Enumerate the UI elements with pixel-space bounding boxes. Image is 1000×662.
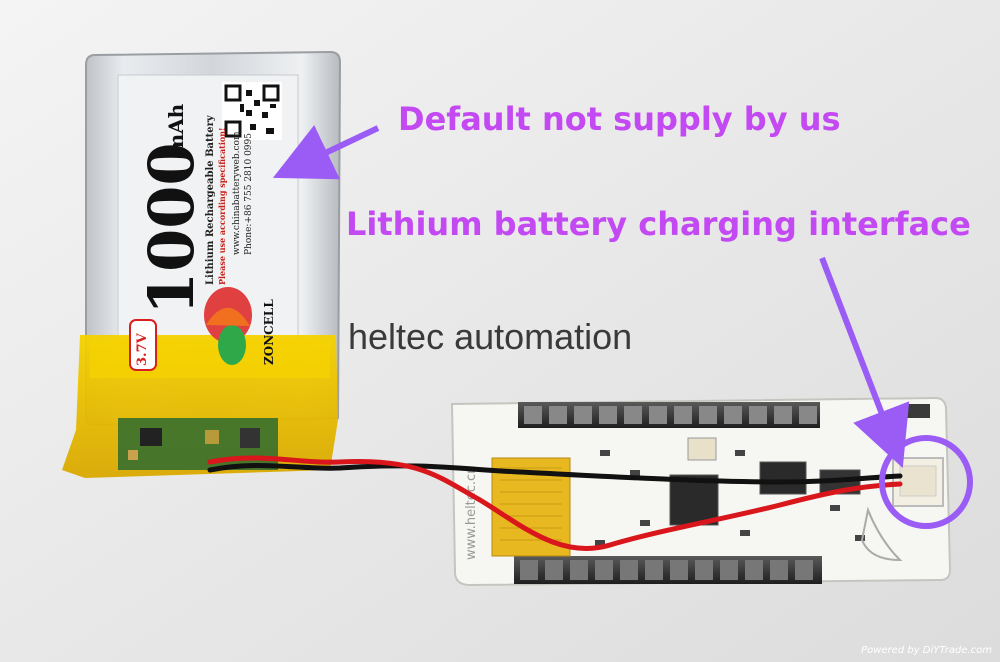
- heltec-board: www.heltec.cn: [450, 396, 952, 587]
- battery-type: Lithium Rechargeable Battery: [205, 114, 216, 285]
- battery-voltage: 3.7V: [135, 332, 150, 366]
- battery-website: www.chinabatteryweb.com: [232, 131, 242, 255]
- callout-charging-interface: Lithium battery charging interface: [346, 205, 971, 243]
- top-pin-header: [518, 402, 820, 428]
- callout-default-not-supplied: Default not supply by us: [398, 100, 841, 138]
- connector-highlight-ring: [879, 435, 973, 529]
- battery-capacity: 1000: [135, 142, 208, 315]
- battery-protection-board: [118, 418, 278, 470]
- zoncell-logo: [204, 287, 252, 365]
- qr-code: [222, 82, 282, 140]
- lipo-battery: 1000 mAh Lithium Rechargeable Battery Pl…: [62, 50, 342, 478]
- battery-phone: Phone:+86 755 2810 0995: [244, 133, 254, 255]
- credit-text: Powered by DiYTrade.com: [861, 645, 992, 656]
- battery-warning: Please use according specification!: [217, 127, 227, 285]
- arrow-to-battery: [272, 125, 380, 180]
- battery-unit: mAh: [164, 103, 188, 155]
- board-edge-text: www.heltec.cn: [464, 466, 479, 560]
- usb-uart-chip: [759, 461, 807, 495]
- arrow-to-connector: [819, 256, 910, 469]
- watermark-text: heltec automation: [348, 316, 633, 357]
- battery-wires: [207, 455, 903, 552]
- battery-brand: ZONCELL: [262, 299, 276, 365]
- bottom-pin-header: [514, 556, 822, 584]
